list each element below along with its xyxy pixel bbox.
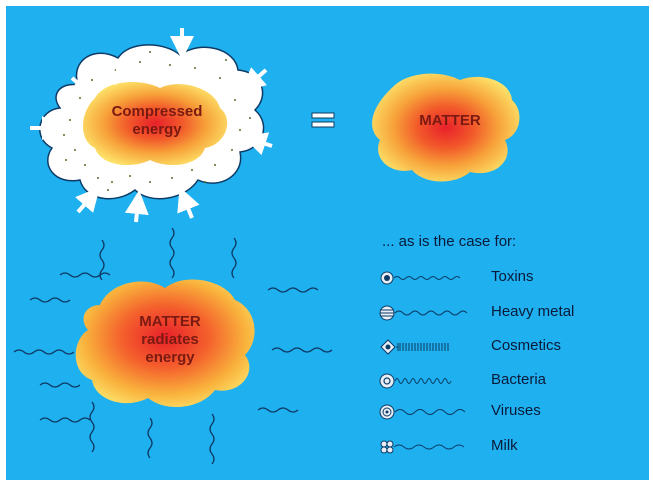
radiation-waves — [13, 227, 333, 465]
spiral-particle-icon — [379, 404, 466, 420]
solid-dot-particle-icon — [380, 271, 461, 285]
list-item: Heavy metal — [378, 302, 628, 324]
case-item-label: Bacteria — [491, 371, 547, 388]
case-item-label: Viruses — [491, 402, 541, 419]
arrow-icon — [240, 67, 268, 92]
arrow-icon — [69, 73, 96, 98]
list-item: Cosmetics — [378, 336, 628, 358]
case-item-label: Cosmetics — [491, 337, 562, 354]
list-item: Bacteria — [378, 370, 628, 392]
matter-blob — [372, 73, 520, 182]
matter-radiates-label: MATTER radiates energy — [139, 313, 201, 366]
striped-particle-icon — [379, 305, 468, 321]
case-item-label: Milk — [491, 437, 518, 454]
equals-sign-graphic — [311, 112, 335, 128]
arrow-icon — [177, 186, 200, 219]
compression-arrows — [30, 28, 273, 223]
compressed-energy-label: Compressed energy — [111, 103, 203, 138]
arrow-icon — [242, 132, 273, 156]
list-item: Viruses — [378, 401, 628, 423]
list-item: Milk — [378, 436, 628, 458]
arrow-icon — [124, 190, 149, 223]
case-item-label: Heavy metal — [491, 303, 575, 320]
equals-sign-text: = — [0, 0, 1, 1]
diamond-particle-icon — [380, 339, 449, 355]
matter-radiates-blob — [75, 279, 255, 408]
list-item: Toxins — [378, 267, 628, 289]
arrow-icon — [93, 58, 117, 85]
case-item-label: Toxins — [491, 268, 534, 285]
case-list-heading: ... as is the case for: — [382, 233, 517, 250]
clustered-particle-icon — [380, 440, 465, 454]
compressed-energy-core — [82, 82, 228, 166]
arrow-icon — [75, 186, 100, 214]
matter-label: MATTER — [419, 112, 481, 129]
ring-particle-icon — [379, 373, 452, 389]
